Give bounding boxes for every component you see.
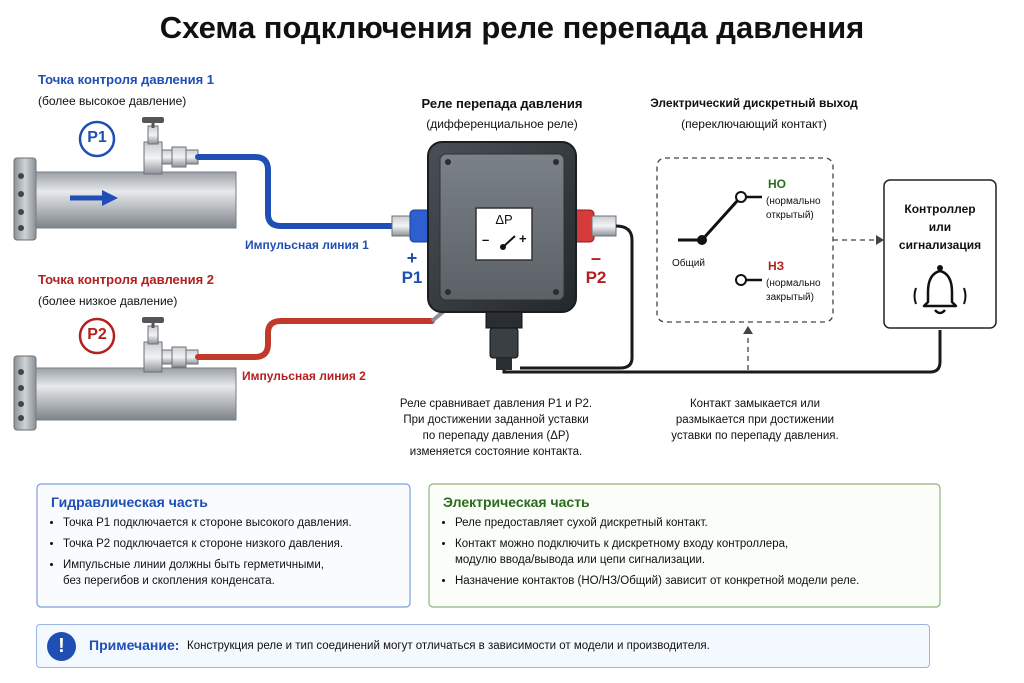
nc-desc-2: закрытый) xyxy=(766,292,814,303)
controller-line-1: Контроллер xyxy=(904,202,976,216)
list-item: Реле предоставляет сухой дискретный конт… xyxy=(455,515,859,531)
relay-caption-line: изменяется состояние контакта. xyxy=(409,446,583,458)
p1-badge: P1 xyxy=(87,129,107,146)
nc-desc-1: (нормально xyxy=(766,278,821,289)
output-title: Электрический дискретный выход xyxy=(650,96,858,110)
relay-title: Реле перепада давления xyxy=(421,96,583,111)
port-p1-sign: + xyxy=(406,248,418,268)
flow-arrow-icon xyxy=(70,190,118,206)
note-box: ! Примечание: Конструкция реле и тип сое… xyxy=(36,624,930,668)
note-label: Примечание: xyxy=(89,637,180,653)
bell-icon xyxy=(913,265,967,315)
page-title: Схема подключения реле перепада давления xyxy=(159,10,865,45)
nc-label: НЗ xyxy=(768,259,785,273)
hydraulic-panel xyxy=(36,483,411,608)
contact-caption: Контакт замыкается или размыкается при д… xyxy=(650,396,860,444)
list-item: Точка P1 подключается к стороне высокого… xyxy=(63,515,352,531)
electrical-panel-content: Электрическая часть Реле предоставляет с… xyxy=(429,484,940,607)
list-item: Импульсные линии должны быть герметичным… xyxy=(63,557,352,589)
signal-cable xyxy=(502,330,942,374)
port-p1-label: P1 xyxy=(401,268,423,287)
note-text: Конструкция реле и тип соединений могут … xyxy=(187,640,710,652)
port-p2-label: P2 xyxy=(585,268,607,287)
hydraulic-panel-content: Гидравлическая часть Точка P1 подключает… xyxy=(37,484,410,607)
p1-badge-circle xyxy=(78,120,116,158)
list-item: Точка P2 подключается к стороне низкого … xyxy=(63,536,352,552)
electrical-panel xyxy=(428,483,941,608)
common-label: Общий xyxy=(672,258,705,269)
output-subtitle: (переключающий контакт) xyxy=(681,117,827,131)
no-desc-2: открытый) xyxy=(766,210,814,221)
impulse-line-2 xyxy=(195,318,435,360)
relay-caption: Реле сравнивает давления P1 и P2. При до… xyxy=(384,396,608,460)
dial-plus: + xyxy=(519,231,527,246)
point2-subtitle: (более низкое давление) xyxy=(38,294,178,308)
controller-box xyxy=(883,179,997,329)
dial-minus: – xyxy=(482,232,490,247)
port-p2-sign: – xyxy=(590,248,601,268)
valve-icon xyxy=(142,317,199,373)
list-item: Назначение контактов (НО/НЗ/Общий) завис… xyxy=(455,573,859,589)
p2-badge-circle xyxy=(78,317,116,355)
p2-badge: P2 xyxy=(87,326,107,343)
switch-icon xyxy=(678,191,762,286)
exclamation-icon: ! xyxy=(47,632,76,661)
controller-label: Контроллер или сигнализация xyxy=(884,200,996,254)
point2-title: Точка контроля давления 2 xyxy=(38,272,215,287)
electrical-title: Электрическая часть xyxy=(443,494,590,510)
impulse-line-1-label: Импульсная линия 1 xyxy=(245,238,369,252)
no-desc-1: (нормально xyxy=(766,196,821,207)
relay-caption-line: При достижении заданной уставки xyxy=(403,414,589,426)
contact-caption-line: Контакт замыкается или xyxy=(689,398,820,410)
relay-caption-line: по перепаду давления (ΔP) xyxy=(422,430,570,442)
contact-caption-line: размыкается при достижении xyxy=(675,414,835,426)
dial-label: ΔP xyxy=(495,212,513,227)
controller-line-3: сигнализация xyxy=(898,238,982,252)
hydraulic-list: Точка P1 подключается к стороне высокого… xyxy=(45,510,352,589)
pressure-relay xyxy=(391,141,617,370)
no-label: НО xyxy=(768,177,786,191)
p2-wire xyxy=(520,224,634,370)
impulse-line-2-label: Импульсная линия 2 xyxy=(242,369,366,383)
contact-caption-line: уставки по перепаду давления. xyxy=(671,430,839,442)
point1-subtitle: (более высокое давление) xyxy=(38,94,187,108)
hydraulic-title: Гидравлическая часть xyxy=(51,494,208,510)
electrical-list: Реле предоставляет сухой дискретный конт… xyxy=(437,510,859,589)
controller-line-2: или xyxy=(928,220,952,234)
relay-subtitle: (дифференциальное реле) xyxy=(426,117,578,131)
point1-title: Точка контроля давления 1 xyxy=(38,72,215,87)
pipe-1 xyxy=(13,157,237,241)
relay-caption-line: Реле сравнивает давления P1 и P2. xyxy=(399,398,593,410)
impulse-line-1 xyxy=(195,154,395,229)
valve-icon xyxy=(142,117,199,175)
pipe-2 xyxy=(13,355,237,431)
list-item: Контакт можно подключить к дискретному в… xyxy=(455,536,859,568)
